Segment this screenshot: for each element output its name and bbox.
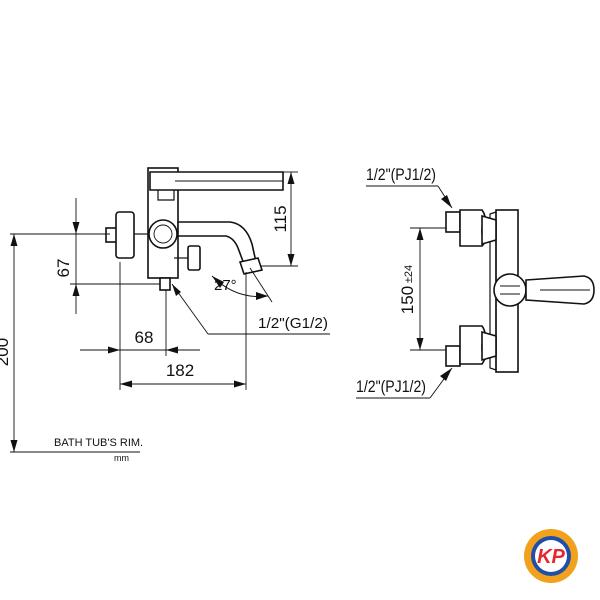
- rim-label: BATH TUB'S RIM.: [54, 437, 143, 449]
- dim-68-label: 68: [135, 328, 154, 347]
- dim-115: 115: [260, 171, 298, 267]
- front-view: 150 ±24 1/2"(PJ1/2) 1/2"(PJ1/2): [356, 165, 595, 399]
- outlet-thread-callout: 1/2"(G1/2): [171, 283, 330, 335]
- bottom-inlet-callout: 1/2"(PJ1/2): [356, 367, 453, 399]
- dim-68: 68: [80, 262, 200, 356]
- dim-67: 67: [54, 198, 160, 314]
- angle-27: 27°: [211, 267, 273, 303]
- angle-label: 27°: [214, 277, 237, 294]
- top-inlet-callout: 1/2"(PJ1/2): [366, 165, 453, 209]
- dim-182: 182: [119, 272, 247, 390]
- dim-150-tolerance: ±24: [403, 265, 415, 283]
- unit-label: mm: [114, 453, 129, 463]
- dim-200: 200: [0, 233, 110, 452]
- dim-150: 150 ±24: [398, 227, 446, 351]
- outlet-thread-label: 1/2"(G1/2): [258, 315, 328, 332]
- kp-logo: KP: [524, 529, 578, 583]
- dim-115-label: 115: [271, 205, 290, 232]
- top-inlet-thread-label: 1/2"(PJ1/2): [366, 165, 436, 184]
- mixer-body: [105, 167, 284, 291]
- dim-150-label: 150: [398, 286, 417, 314]
- bottom-inlet-thread-label: 1/2"(PJ1/2): [356, 377, 426, 396]
- logo-text: KP: [537, 546, 565, 568]
- side-view: 200 67 115 68: [0, 167, 330, 463]
- front-body: [445, 209, 595, 373]
- bath-rim: BATH TUB'S RIM. mm: [10, 437, 143, 463]
- dim-200-label: 200: [0, 338, 12, 366]
- dim-67-label: 67: [54, 259, 73, 278]
- dim-182-label: 182: [166, 361, 194, 380]
